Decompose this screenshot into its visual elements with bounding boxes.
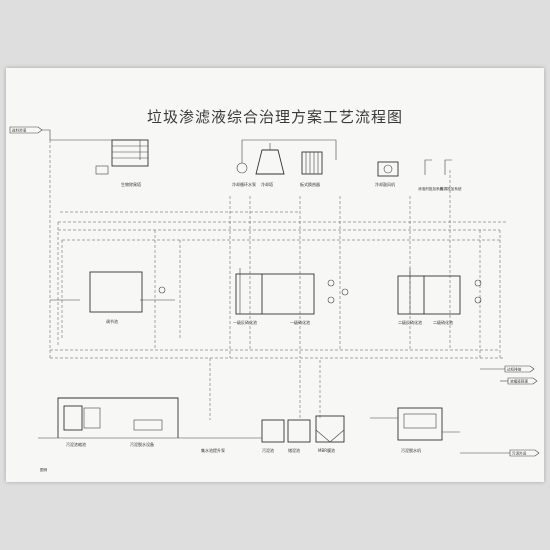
legend-label: 图例 <box>40 467 48 472</box>
plate-heat-label: 板式换热器 <box>300 181 320 187</box>
effluent-tag-2: 浓缩液回灌 <box>510 379 528 384</box>
secondary-reactors: 二级反硝化池 二级硝化池 <box>397 268 482 325</box>
secondary-anoxic-label: 二级反硝化池 <box>398 319 422 325</box>
sludge-dewater-label: 污泥脱水设备 <box>130 441 154 447</box>
ww-pump-label: 集水池提升泵 <box>201 447 225 453</box>
acid-dosing-label: 消泡剂投加系统 <box>418 186 444 191</box>
primary-nitri-label: 一级硝化池 <box>290 319 310 325</box>
effluent-tags: 达标排放 浓缩液回灌 污泥外运 <box>460 365 540 457</box>
inflow-tag: 进料渗液 <box>9 126 43 134</box>
drawing-sheet <box>6 68 544 482</box>
sludge-building: 污泥浓缩池 污泥脱水设备 <box>38 397 240 447</box>
primary-reactors: 一级反硝化池 一级硝化池 <box>233 268 349 325</box>
cooling-tower-label: 冷却塔 <box>261 181 273 187</box>
buffer-label: 污泥池 <box>262 447 274 453</box>
dosing-units: 消泡剂投加系统 碳源投加系统 <box>418 159 462 191</box>
effluent-tag-3: 污泥外运 <box>512 451 527 456</box>
cooling-system: 冷却循环水泵 冷却塔 板式换热器 <box>232 139 337 187</box>
mbr-tank-label: MBR膜池 <box>318 447 335 453</box>
diagram-title: 垃圾渗滤液综合治理方案工艺流程图 <box>146 108 403 126</box>
secondary-nitri-label: 二级硝化池 <box>433 319 453 325</box>
effluent-tag-1: 达标排放 <box>507 367 522 372</box>
bottom-tanks: 集水池提升泵 污泥池 储泥池 MBR膜池 <box>201 415 345 453</box>
cooling-pump-label: 冷却循环水泵 <box>232 181 256 187</box>
sludge-tank-label: 污泥浓缩池 <box>66 441 86 447</box>
primary-anoxic-label: 一级反硝化池 <box>233 319 257 325</box>
pipe-network <box>49 140 508 420</box>
filter-press-label: 污泥脱水机 <box>401 447 421 453</box>
inflow-line <box>42 129 140 141</box>
bio-deodor-label: 生物除臭塔 <box>121 181 141 187</box>
regulating-tank-label: 调节池 <box>106 318 118 324</box>
regulating-tank: 调节池 <box>89 271 166 324</box>
blower-label: 冷却鼓风机 <box>375 181 395 187</box>
blower-unit: 冷却鼓风机 <box>375 161 399 187</box>
base-dosing-label: 碳源投加系统 <box>440 186 462 191</box>
inflow-label: 进料渗液 <box>12 128 27 133</box>
bio-deodor-tower: 生物除臭塔 <box>95 139 149 187</box>
filter-press: 污泥脱水机 <box>370 407 460 453</box>
sludge-store-label: 储泥池 <box>288 447 300 453</box>
